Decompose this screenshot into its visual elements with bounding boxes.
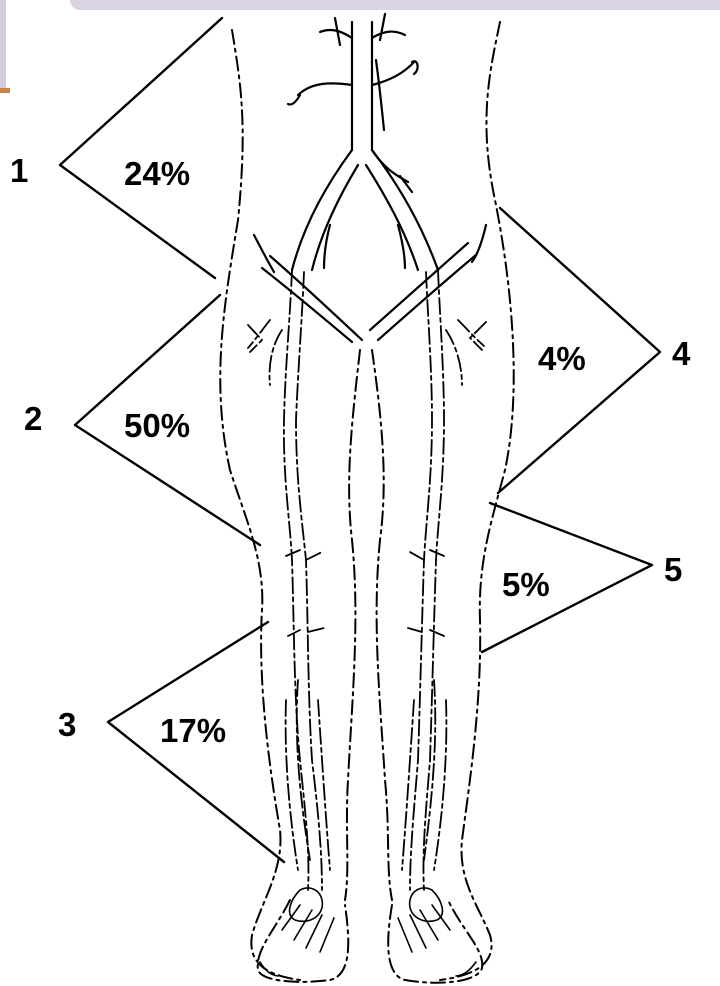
region-1-number: 1 [10,154,28,187]
region-4-number: 4 [672,337,690,370]
region-3-number: 3 [58,708,76,741]
region-5-number: 5 [664,553,682,586]
right-leg-veins [402,270,486,890]
central-vessel [288,14,438,270]
region-3-percent: 17% [160,714,226,747]
region-2-number: 2 [24,402,42,435]
region-4-percent: 4% [538,342,586,375]
region-5-percent: 5% [502,568,550,601]
region-2-percent: 50% [124,409,190,442]
bracket-1 [60,18,222,278]
region-1-percent: 24% [124,157,190,190]
left-leg-veins [248,270,330,890]
inguinal-ligaments [254,225,486,342]
foot-details [260,888,476,976]
